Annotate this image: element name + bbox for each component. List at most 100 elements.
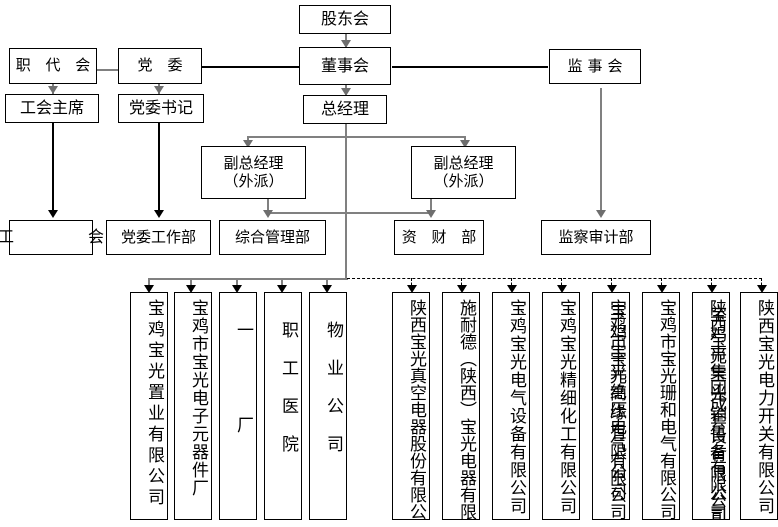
- arrow-subsidiary-solid-5: [322, 285, 332, 293]
- arrow-deputy-to-finance: [426, 210, 436, 218]
- connector-gm-bus: [247, 136, 465, 138]
- node-label: 综合管理部: [234, 227, 310, 246]
- node-subsidiary-solid-5[interactable]: 物 业 公 司: [309, 292, 347, 520]
- drop-dashed-7: [711, 278, 712, 290]
- node-label: 物 业 公 司: [323, 321, 343, 454]
- arrow-board-to-gm: [341, 88, 351, 96]
- node-label: 一 厂: [233, 321, 253, 435]
- arrow-subsidiary-dashed-2: [457, 285, 467, 293]
- node-deputy-gm-2[interactable]: 副总经理 （外派）: [411, 146, 516, 199]
- arrow-unionchair-to-union: [48, 210, 58, 218]
- node-subsidiary-dashed-4[interactable]: 宝鸡宝光精细化工有限公司: [542, 292, 580, 520]
- arrow-deputy-to-generalmgmt: [263, 210, 273, 218]
- arrow-subsidiary-dashed-1: [407, 285, 417, 293]
- arrow-congress-to-unionchair: [48, 86, 58, 94]
- node-label-line1: 副总经理: [433, 154, 494, 173]
- node-label: 陕西宝光集团成套设备有限公司: [706, 299, 726, 520]
- drop-dashed-2: [461, 278, 462, 290]
- arrow-supervisory-to-auditdept: [596, 210, 606, 218]
- node-workers-congress[interactable]: 职 代 会: [9, 48, 97, 84]
- node-label-line2: （外派）: [223, 171, 284, 190]
- node-label: 职 工 医 院: [278, 321, 298, 454]
- connector-board-to-supervisory: [392, 66, 548, 68]
- node-audit-dept[interactable]: 监察审计部: [541, 220, 651, 255]
- node-union[interactable]: 工 会: [0, 220, 104, 255]
- node-subsidiary-dashed-1[interactable]: 陕西宝光真空电器股份有限公司: [392, 292, 430, 520]
- node-party-committee[interactable]: 党 委: [118, 48, 202, 84]
- connector-supervisory-to-auditdept: [600, 88, 602, 214]
- arrow-secretary-to-partyworkdept: [154, 210, 164, 218]
- node-label: 工 会: [0, 227, 119, 247]
- connector-deputies-bus: [267, 212, 431, 214]
- node-subsidiary-dashed-5[interactable]: 宝鸡市宝光高压电气有限公司 宝鸡宝光绝缘有限公司: [592, 292, 630, 520]
- node-label: 宝鸡宝光电气设备有限公司: [506, 299, 526, 515]
- node-label: 宝鸡宝光精细化工有限公司: [556, 299, 576, 515]
- node-label: 施耐德（陕西）宝光电器有限公司: [456, 299, 476, 520]
- arrow-subsidiary-dashed-8: [757, 285, 767, 293]
- node-label: 股东会: [320, 9, 369, 29]
- subsidiary-bus-dashed-right-end: [761, 278, 762, 290]
- arrow-subsidiary-dashed-3: [507, 285, 517, 293]
- arrow-subsidiary-solid-2: [186, 285, 196, 293]
- drop-dashed-5: [611, 278, 612, 290]
- arrow-subsidiary-dashed-4: [557, 285, 567, 293]
- node-subsidiary-solid-1[interactable]: 宝鸡宝光置业有限公司: [130, 292, 168, 520]
- node-label: 工会主席: [19, 98, 84, 118]
- node-subsidiary-solid-3[interactable]: 一 厂: [219, 292, 257, 520]
- arrow-gm-to-deputy-2: [460, 140, 470, 148]
- node-label: 党 委: [137, 56, 183, 75]
- node-party-secretary[interactable]: 党委书记: [118, 94, 204, 123]
- node-subsidiary-dashed-3[interactable]: 宝鸡宝光电气设备有限公司: [492, 292, 530, 520]
- node-label-overlay: 宝鸡市宝光销售有限公司: [706, 305, 726, 520]
- drop-dashed-6: [661, 278, 662, 290]
- node-label: 董事会: [320, 55, 369, 75]
- node-label: 陕西宝光电力开关有限公司: [754, 299, 774, 515]
- node-label-line2: （外派）: [433, 171, 494, 190]
- drop-dashed-1: [411, 278, 412, 290]
- node-party-work-dept[interactable]: 党委工作部: [106, 220, 211, 255]
- node-subsidiary-dashed-8[interactable]: 陕西宝光电力开关有限公司: [740, 292, 778, 520]
- node-label-overlay: 宝鸡宝光绝缘有限公司: [606, 303, 626, 503]
- drop-solid-3: [236, 278, 238, 290]
- node-subsidiary-dashed-7[interactable]: 陕西宝光集团成套设备有限公司 宝鸡市宝光销售有限公司: [692, 292, 730, 520]
- node-label: 资 财 部: [401, 227, 482, 246]
- connector-unionchair-to-union: [52, 122, 54, 214]
- connector-congress-to-party: [96, 69, 126, 71]
- arrow-shareholders-to-board: [341, 40, 351, 48]
- node-board-of-directors[interactable]: 董事会: [299, 47, 391, 85]
- node-union-chairman[interactable]: 工会主席: [5, 94, 99, 123]
- node-general-mgmt-dept[interactable]: 综合管理部: [219, 220, 326, 255]
- node-label: 党委书记: [128, 98, 193, 118]
- arrow-subsidiary-dashed-7: [707, 285, 717, 293]
- node-label: 党委工作部: [120, 227, 196, 246]
- arrow-subsidiary-solid-3: [232, 285, 242, 293]
- arrow-party-to-secretary: [154, 86, 164, 94]
- connector-deputy2-stem: [430, 199, 432, 213]
- node-general-manager[interactable]: 总经理: [303, 95, 387, 124]
- node-subsidiary-dashed-2[interactable]: 施耐德（陕西）宝光电器有限公司: [442, 292, 480, 520]
- arrow-subsidiary-solid-1: [144, 285, 154, 293]
- node-label: 陕西宝光真空电器股份有限公司: [406, 299, 426, 520]
- connector-party-to-board: [202, 66, 299, 68]
- node-label: 宝鸡宝光置业有限公司: [144, 299, 164, 509]
- drop-solid-1: [148, 278, 150, 290]
- drop-solid-4: [281, 278, 283, 290]
- arrow-subsidiary-dashed-6: [657, 285, 667, 293]
- node-subsidiary-dashed-6[interactable]: 宝鸡市宝光珊和电气有限公司: [642, 292, 680, 520]
- drop-dashed-4: [561, 278, 562, 290]
- arrow-subsidiary-dashed-5: [607, 285, 617, 293]
- node-subsidiary-solid-4[interactable]: 职 工 医 院: [264, 292, 302, 520]
- node-label: 监察审计部: [558, 227, 634, 246]
- node-subsidiary-solid-2[interactable]: 宝鸡市宝光电子元器件厂: [174, 292, 212, 520]
- node-label: 宝鸡市宝光电子元器件厂: [188, 299, 208, 497]
- connector-gm-to-subsidiary-bus: [345, 123, 347, 279]
- node-supervisory-board[interactable]: 监事会: [549, 49, 641, 84]
- node-label: 宝鸡市宝光珊和电气有限公司: [656, 299, 676, 520]
- node-label: 宝鸡市宝光高压电气有限公司: [606, 299, 626, 520]
- connector-secretary-to-partyworkdept: [158, 122, 160, 214]
- node-deputy-gm-1[interactable]: 副总经理 （外派）: [201, 146, 306, 199]
- node-finance-dept[interactable]: 资 财 部: [394, 220, 484, 255]
- node-shareholders-meeting[interactable]: 股东会: [299, 5, 391, 34]
- drop-solid-2: [190, 278, 192, 290]
